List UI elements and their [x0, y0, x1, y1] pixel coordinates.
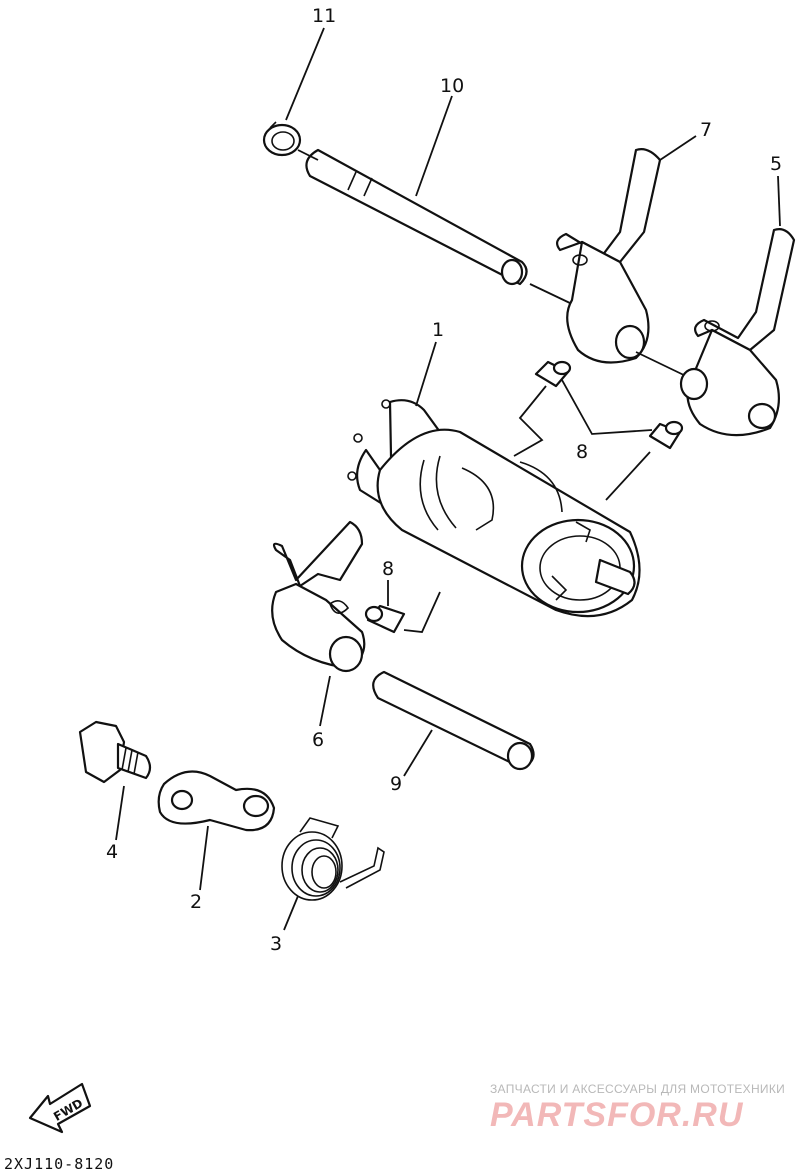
- callout-3: 3: [270, 933, 282, 955]
- fwd-arrow-icon: FWD: [28, 1082, 92, 1134]
- callout-1: 1: [432, 319, 444, 341]
- shift-fork-6-part: [271, 520, 441, 673]
- callout-4: 4: [106, 841, 118, 863]
- pin-leader-line-right: [605, 451, 651, 501]
- callout-7: 7: [700, 119, 712, 141]
- leader-9: [403, 729, 433, 777]
- callout-8-lower: 8: [382, 558, 394, 580]
- leader-3: [283, 895, 299, 931]
- callout-8-upper: 8: [576, 441, 588, 463]
- leader-4: [115, 785, 125, 841]
- guide-bar-long-part: [297, 148, 573, 305]
- leader-11: [285, 27, 325, 121]
- callout-11: 11: [312, 5, 336, 27]
- callout-8-bracket: [561, 379, 653, 435]
- shift-fork-5-part: [679, 228, 796, 437]
- shift-drum-part: [347, 399, 641, 618]
- dowel-pin-lower-part: [364, 604, 406, 634]
- leader-1: [415, 341, 437, 407]
- leader-7: [659, 135, 697, 161]
- pin-leader-line: [513, 385, 547, 457]
- bolt-part: [78, 720, 152, 784]
- callout-6: 6: [312, 729, 324, 751]
- leader-10: [415, 95, 453, 197]
- leader-2: [199, 825, 209, 891]
- callout-5: 5: [770, 153, 782, 175]
- leader-5: [777, 175, 781, 227]
- dowel-pin-upper-part: [534, 360, 572, 388]
- diagram-part-code: 2XJ110-8120: [4, 1155, 115, 1173]
- shift-fork-7-part: [556, 148, 691, 379]
- leader-6: [319, 675, 331, 727]
- callout-9: 9: [390, 773, 402, 795]
- watermark-caption: ЗАПЧАСТИ И АКСЕССУАРЫ ДЛЯ МОТОТЕХНИКИ: [490, 1082, 786, 1096]
- callout-10: 10: [440, 75, 464, 97]
- torsion-spring-part: [281, 817, 385, 901]
- watermark-logo: PARTSFOR.RU: [490, 1096, 744, 1134]
- stopper-lever-part: [157, 770, 276, 832]
- dowel-pin-right-part: [648, 420, 684, 450]
- callout-2: 2: [190, 891, 202, 913]
- circlip-part: [262, 121, 302, 157]
- guide-bar-short-part: [372, 670, 535, 771]
